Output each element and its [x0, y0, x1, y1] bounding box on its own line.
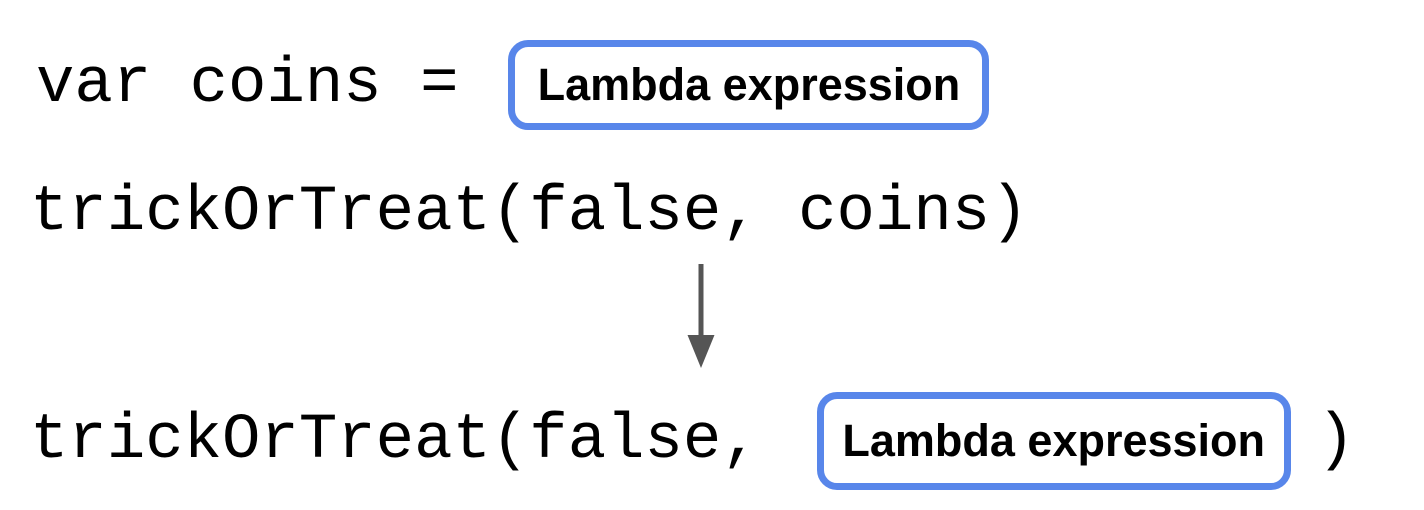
lambda-expression-label-bottom: Lambda expression	[842, 415, 1266, 466]
down-arrow-icon	[687, 264, 715, 368]
call-code: trickOrTreat(false, coins)	[30, 177, 1029, 249]
substituted-call-line: trickOrTreat(false, Lambda expression )	[30, 392, 1355, 490]
assignment-code: var coins =	[36, 49, 459, 121]
lambda-expression-box-bottom: Lambda expression	[816, 392, 1291, 490]
call-line: trickOrTreat(false, coins)	[30, 180, 1029, 246]
substituted-code-prefix: trickOrTreat(false,	[30, 405, 760, 477]
lambda-expression-box-top: Lambda expression	[508, 40, 990, 130]
lambda-expression-label-top: Lambda expression	[537, 59, 961, 110]
assignment-line: var coins = Lambda expression	[36, 40, 990, 130]
substituted-code-suffix: )	[1316, 405, 1356, 477]
